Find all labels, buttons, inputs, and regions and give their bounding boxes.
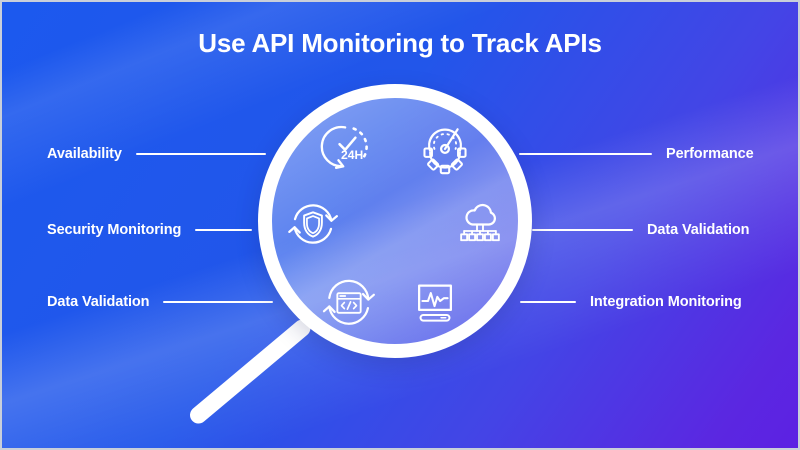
row-data-validation-left: Data Validation: [47, 292, 274, 312]
label-data-validation-left: Data Validation: [47, 294, 150, 310]
label-availability: Availability: [47, 146, 122, 162]
connector-line: [520, 301, 576, 303]
label-performance: Performance: [666, 146, 754, 162]
row-performance: Performance: [519, 144, 754, 164]
performance-gauge-gear-icon: [417, 120, 473, 176]
24h-badge: 24H: [341, 148, 363, 162]
connector-line: [532, 229, 633, 231]
security-shield-sync-icon: [285, 196, 341, 252]
row-integration-monitoring: Integration Monitoring: [520, 292, 742, 312]
magnifier-lens: 24H: [258, 84, 532, 358]
label-security-monitoring: Security Monitoring: [47, 222, 182, 238]
api-window-sync-icon: [321, 275, 377, 331]
page-title: Use API Monitoring to Track APIs: [198, 28, 602, 58]
label-integration-monitoring: Integration Monitoring: [590, 294, 742, 310]
connector-line: [163, 301, 274, 303]
monitor-waveform-icon: [407, 273, 463, 329]
row-data-validation-right: Data Validation: [532, 220, 750, 240]
row-availability: Availability: [47, 144, 266, 164]
connector-line: [135, 153, 266, 155]
connector-line: [195, 229, 253, 231]
cloud-network-icon: [452, 196, 508, 252]
24h-availability-clock-icon: 24H: [319, 119, 375, 175]
row-security-monitoring: Security Monitoring: [47, 220, 253, 240]
connector-line: [519, 153, 652, 155]
label-data-validation-right: Data Validation: [647, 222, 750, 238]
